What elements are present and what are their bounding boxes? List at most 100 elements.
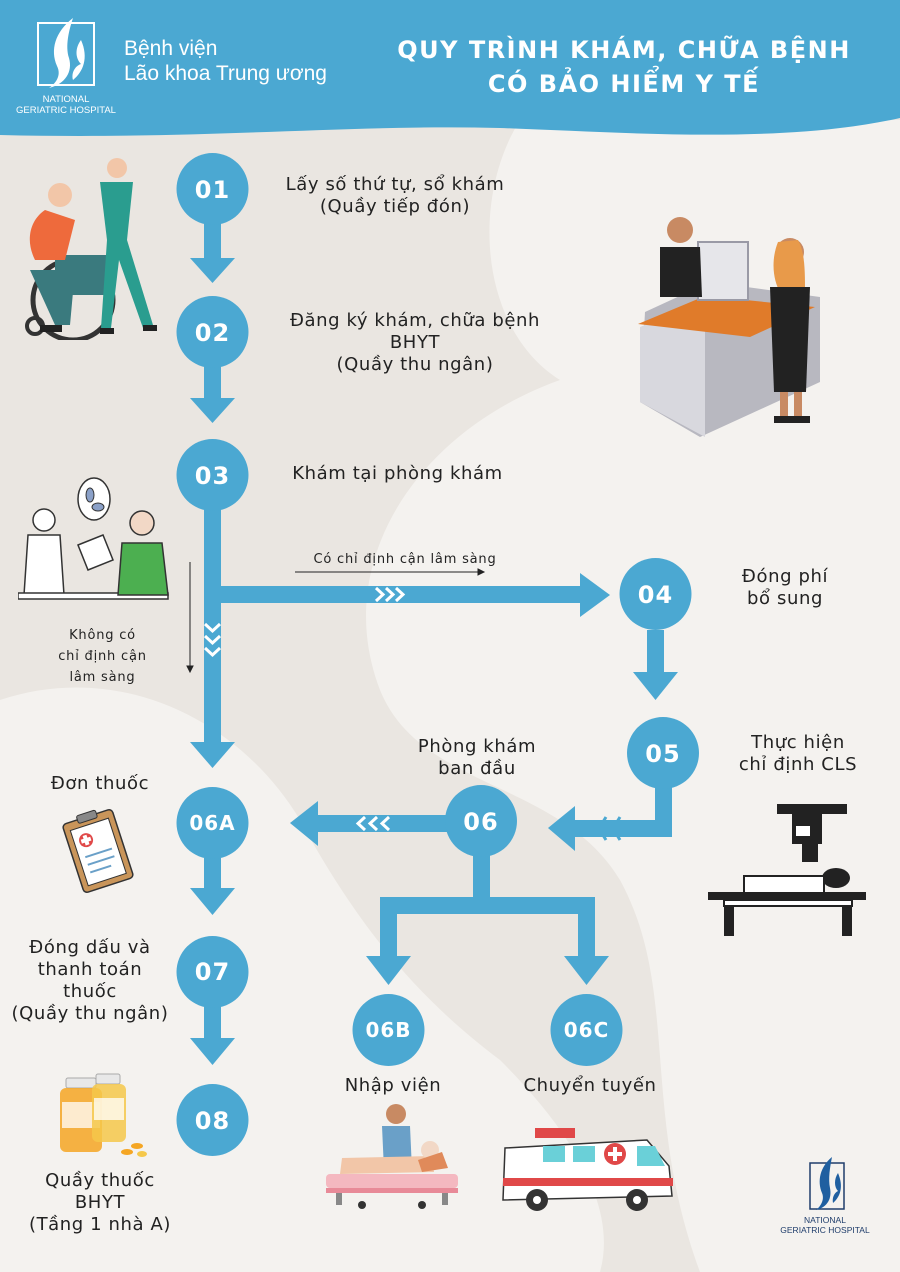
page-title-line1: QUY TRÌNH KHÁM, CHỮA BỆNH (397, 36, 851, 64)
medicine-bottles-illustration (60, 1073, 147, 1157)
step-06a-line1: Đơn thuốc (50, 773, 150, 794)
step-circle-06b (352, 994, 425, 1066)
connector-06-split (473, 855, 490, 905)
step-number-08: 08 (195, 1107, 230, 1135)
prescription-clipboard-icon (62, 809, 134, 893)
step-02-line3: (Quầy thu ngân) (336, 354, 494, 375)
step-04-line1: Đóng phí (741, 566, 829, 587)
step-06-line2: ban đầu (438, 758, 516, 779)
step-08-line3: (Tầng 1 nhà A) (28, 1214, 172, 1235)
footer-caption-line1: NATIONAL (804, 1215, 846, 1225)
branch-without-cls-line1: Không có (69, 628, 136, 643)
step-number-04: 04 (638, 581, 673, 609)
step-number-05: 05 (645, 740, 680, 768)
step-05-line2: chỉ định CLS (738, 754, 858, 775)
step-circle-07 (176, 936, 249, 1008)
step-circle-06c (550, 994, 623, 1066)
footer-logo-icon (809, 1157, 845, 1210)
step-06-text: Phòng khám ban đầu (397, 736, 557, 780)
step-02-line2: BHYT (389, 332, 441, 353)
step-number-03: 03 (195, 462, 230, 490)
wheelchair-patient-nurse-illustration (25, 158, 157, 340)
hospital-logo-icon (37, 18, 95, 88)
step-number-06b: 06B (365, 1018, 411, 1042)
hospital-bed-illustration (326, 1104, 458, 1209)
step-circle-06a (176, 787, 249, 859)
ambulance-illustration (502, 1128, 673, 1211)
hospital-name-line2: Lão khoa Trung ương (124, 62, 327, 85)
step-01-text: Lấy số thứ tự, sổ khám (Quầy tiếp đón) (270, 174, 520, 218)
branch-with-cls: Có chỉ định cận lâm sàng (313, 552, 497, 567)
connector-05-06-left (572, 820, 672, 837)
connector-02-03 (204, 358, 221, 400)
connector-04-05 (647, 630, 664, 675)
step-07-text: Đóng dấu và thanh toán thuốc (Quầy thu n… (5, 937, 175, 1025)
step-06c-line1: Chuyển tuyến (523, 1075, 657, 1096)
arrow-head-02 (190, 258, 235, 283)
branch-without-cls-line2: chỉ định cận (58, 649, 147, 664)
footer-logo-caption: NATIONAL GERIATRIC HOSPITAL (770, 1215, 880, 1235)
step-circle-01 (176, 153, 249, 225)
step-circle-04 (619, 558, 692, 630)
step-number-01: 01 (195, 176, 230, 204)
step-05-text: Thực hiện chỉ định CLS (718, 732, 878, 776)
step-07-line2: thanh toán (37, 959, 143, 980)
step-01-line2: (Quầy tiếp đón) (319, 196, 471, 217)
arrow-head-06c (564, 956, 609, 985)
step-circle-02 (176, 296, 249, 368)
step-01-line1: Lấy số thứ tự, sổ khám (285, 174, 505, 195)
step-07-line1: Đóng dấu và (29, 937, 151, 958)
connector-03-04 (212, 586, 584, 603)
connector-07-08 (204, 1005, 221, 1041)
step-08-text: Quầy thuốc BHYT (Tầng 1 nhà A) (5, 1170, 195, 1236)
connector-06a-07 (204, 858, 221, 890)
step-06a-text: Đơn thuốc (30, 773, 170, 795)
step-04-line2: bổ sung (747, 588, 823, 609)
step-circle-06 (445, 785, 517, 857)
arrow-head-06a (190, 742, 235, 768)
connector-split-bar (380, 897, 595, 914)
footer-caption-line2: GERIATRIC HOSPITAL (780, 1225, 870, 1235)
doctor-consultation-illustration (18, 477, 169, 600)
page-title-line2: CÓ BẢO HIỂM Y TẾ (487, 70, 761, 98)
arrow-head-04 (580, 573, 610, 617)
xray-machine-illustration (708, 804, 866, 936)
header-banner (0, 0, 900, 136)
arrow-head-07 (190, 888, 235, 915)
connector-split-left (380, 897, 397, 959)
step-circle-03 (176, 439, 249, 511)
connector-03-06a (204, 505, 221, 745)
branch-without-cls: Không có chỉ định cận lâm sàng (40, 625, 165, 688)
step-number-06: 06 (463, 808, 498, 836)
arrow-head-08 (190, 1038, 235, 1065)
logo-caption-line1: NATIONAL (42, 94, 90, 105)
step-04-text: Đóng phí bổ sung (710, 566, 860, 610)
branch-without-cls-line3: lâm sàng (69, 670, 136, 685)
step-circle-05 (627, 717, 699, 789)
step-number-02: 02 (195, 319, 230, 347)
step-06c-text: Chuyển tuyến (505, 1075, 675, 1097)
step-02-text: Đăng ký khám, chữa bệnh BHYT (Quầy thu n… (265, 310, 565, 376)
step-number-06a: 06A (189, 811, 235, 835)
connector-01-02 (204, 215, 221, 260)
arrow-head-06b (366, 956, 411, 985)
step-03-line1: Khám tại phòng khám (292, 463, 503, 484)
reception-desk-illustration (638, 217, 820, 437)
step-08-line2: BHYT (74, 1192, 126, 1213)
logo-caption: NATIONAL GERIATRIC HOSPITAL (8, 94, 124, 116)
step-03-text: Khám tại phòng khám (270, 463, 525, 485)
connector-split-right (578, 897, 595, 959)
step-07-line3: thuốc (63, 981, 117, 1002)
arrow-head-03 (190, 398, 235, 423)
arrow-head-06a-left (290, 801, 318, 846)
arrow-head-06 (548, 806, 575, 851)
step-circle-08 (176, 1084, 249, 1156)
hospital-name: Bệnh viện Lão khoa Trung ương (124, 36, 327, 86)
logo-caption-line2: GERIATRIC HOSPITAL (16, 105, 116, 116)
step-02-line1: Đăng ký khám, chữa bệnh (289, 310, 541, 331)
step-05-line1: Thực hiện (751, 732, 845, 753)
step-06-line1: Phòng khám (417, 736, 537, 757)
